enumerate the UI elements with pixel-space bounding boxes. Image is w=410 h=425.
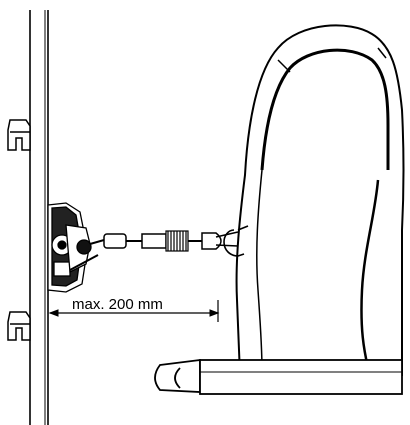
dimension-arrow: [48, 300, 220, 322]
seat-bottom-strap: [154, 358, 403, 395]
fall-arrester-device: [47, 202, 99, 293]
connecting-lanyard: [89, 230, 239, 252]
harness-attachment-loop: [223, 225, 249, 257]
lower-bracket-clip: [7, 311, 31, 341]
dimension-label: max. 200 mm: [72, 296, 163, 313]
upper-bracket-clip: [7, 119, 31, 151]
vertical-rail: [29, 10, 49, 425]
harness-seat: [235, 24, 405, 376]
spring-absorber: [165, 230, 189, 252]
